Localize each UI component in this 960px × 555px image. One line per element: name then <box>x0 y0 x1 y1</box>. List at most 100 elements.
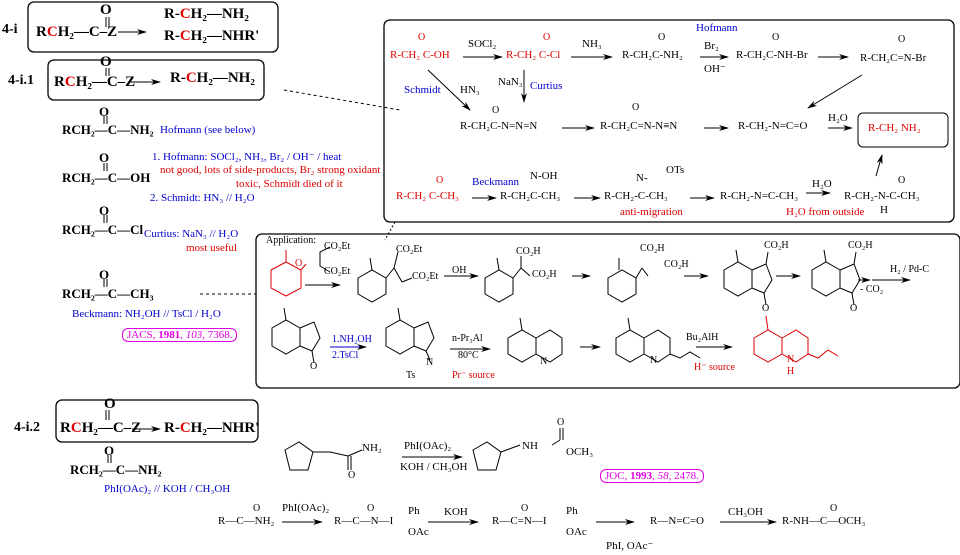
reactant-rest: H₂—C–Z <box>57 24 118 40</box>
amide-oxygen: O <box>99 104 110 119</box>
mech2-anion-intermediate: R—C=N—I <box>492 515 547 527</box>
reactant-rest: H₂—C–Z <box>75 74 136 90</box>
reagent-npr3al: n-Pr₃Al <box>452 333 483 344</box>
citation-page: , 7368. <box>202 329 233 341</box>
substrate-acid-chloride: RCH₂—C—Cl <box>62 222 144 237</box>
mech-oxime-tosylate: R-CH₂-C-CH₃ <box>604 190 668 202</box>
methyl-carbamate <box>472 428 564 471</box>
methylcyclohexanone <box>270 250 307 297</box>
arrow <box>427 69 471 111</box>
citation-year: 1981 <box>158 329 181 341</box>
general-product-primary: R-CH₂—NH₂ <box>164 6 249 23</box>
cyclohexenyl-co2h-top: CO₂H <box>640 243 665 254</box>
mech-reagent-socl2: SOCl₂ <box>468 38 497 50</box>
citation-year: 1993 <box>630 470 653 482</box>
mech-acid-oxygen: O <box>418 32 426 43</box>
substrate-ketone: RCH₂—C—CH₃ <box>62 286 154 301</box>
product-c: C <box>185 70 197 86</box>
mech2-int2-oac: OAc <box>566 526 587 538</box>
mech2-isocyanate: R—N=C=O <box>650 515 704 527</box>
substrate-amide: RCH₂—C—NH₂ <box>62 122 154 137</box>
dashed-connector <box>384 221 396 241</box>
mech-nitrene-oxygen: O <box>632 102 640 113</box>
citation-journal: JOC, <box>605 470 631 482</box>
product-c: C <box>179 28 191 44</box>
general-reactant: RCH₂—C–Z <box>36 24 117 41</box>
ketone-oxygen-label: O <box>295 258 303 269</box>
mech-acid-chloride: R-CH₂ C-Cl <box>506 49 561 61</box>
diacid-co2h-top: CO₂H <box>516 246 541 257</box>
mech-anion-oxygen: O <box>898 34 906 45</box>
arrow <box>875 154 883 177</box>
mech-amide: R-CH₂C-NH₂ <box>622 49 683 61</box>
product-c: C <box>179 6 191 22</box>
ex-nh: NH <box>522 440 538 452</box>
reactant-r: R <box>36 24 47 40</box>
product-prefix: R- <box>164 28 180 44</box>
cyclohexenyl-diacid <box>607 258 649 303</box>
reactant-c: C <box>46 24 58 40</box>
mech-n-substituted-amide: R-CH₂-N-C-CH₃ <box>844 190 920 202</box>
acid-chloride-oxygen: O <box>99 203 110 218</box>
application-box <box>255 233 960 389</box>
reactant-c: C <box>70 420 82 436</box>
citation-page: , 2478. <box>668 470 699 482</box>
mech-n-bromoamide: R-CH₂C-NH-Br <box>736 49 808 61</box>
mech-ketone: R-CH₂ C-CH₃ <box>396 190 459 202</box>
citation-joc[interactable]: JOC, 1993, 58, 2478. <box>600 469 704 483</box>
reactant-rest: H₂—C–Z <box>81 420 142 436</box>
alkylidene-diacid <box>484 256 531 303</box>
mech-isocyanate: R-CH₂-N=C=O <box>738 120 808 132</box>
primary-reactant: RCH₂—C–Z <box>54 74 135 91</box>
indenone-ketone-o: O <box>850 303 858 314</box>
imine-n: N <box>650 355 658 366</box>
note-curtius-route: Curtius: NaN₃ // H₂O <box>144 228 239 240</box>
mech-reagent-br2: Br₂ <box>704 40 719 52</box>
mech-amide-h: H <box>880 204 888 216</box>
mech-reagent-nh3: NH₃ <box>582 38 602 50</box>
reagent-step2-tscl: 2.TsCl <box>332 350 359 361</box>
ex-carbamate-o: O <box>557 417 565 428</box>
secondary-substrate: RCH₂—C—NH₂ <box>70 462 162 477</box>
mech2-carbamate: R-NH—C—OCH₃ <box>782 515 866 527</box>
mech-anti-migration: anti-migration <box>620 206 683 218</box>
application-title: Application: <box>266 235 316 246</box>
mech-acyl-nitrenoid: R-CH₂C=N-N≡N <box>600 120 678 132</box>
mech2-reagent-phioac: PhI(OAc)₂ <box>282 502 330 514</box>
box-4i1 <box>47 59 265 101</box>
ex-reagent-bottom: KOH / CH₃OH <box>400 461 468 473</box>
general-product-secondary: R-CH₂—NHR' <box>164 28 259 45</box>
mech-acyl-chloride-oxygen: O <box>543 32 551 43</box>
product-prefix: R- <box>164 420 180 436</box>
substrate-acid: RCH₂—C—OH <box>62 170 151 185</box>
citation-journal: JACS, <box>127 329 159 341</box>
mech-primary-amine-product: R-CH₂ NH₂ <box>868 122 921 134</box>
mech2-reagent-meoh: CH₃OH <box>728 506 764 518</box>
reagent-bu2alh: Bu₂AlH <box>686 332 719 343</box>
mech-label-hofmann: Hofmann <box>696 22 738 34</box>
cyclopentenyl-acetamide <box>284 441 363 471</box>
reagent-step1-nh2oh: 1.NH₂OH <box>332 334 372 345</box>
carbonyl-oxygen: O <box>100 54 112 70</box>
oxime-n: N <box>426 357 434 368</box>
note-hofmann-route: 1. Hofmann: SOCl₂, NH₃, Br₂ / OH⁻ / heat <box>152 151 342 163</box>
secondary-carbonyl-o: O <box>104 396 116 412</box>
citation-volume: 103 <box>185 329 203 341</box>
mech-reagent-oh: OH⁻ <box>704 63 726 75</box>
oxime-ts: Ts <box>406 370 416 381</box>
note-schmidt-route: 2. Schmidt: HN₃ // H₂O <box>150 192 255 204</box>
secondary-reagents: PhI(OAc)₂ // KOH / CH₃OH <box>104 483 231 495</box>
cyclohexenyl-co2h-right: CO₂H <box>664 259 689 270</box>
ex-och3: OCH₃ <box>566 446 594 458</box>
product-n: N <box>787 354 795 365</box>
diester-co2et-right: CO₂Et <box>412 271 439 282</box>
dashed-connector <box>283 89 401 111</box>
citation-jacs[interactable]: JACS, 1981, 103, 7368. <box>122 328 238 342</box>
mech-nitrilium: R-CH₂-N=C-CH₃ <box>720 190 799 202</box>
carbonyl-bonds <box>103 17 112 463</box>
product-suffix: H₂—NHR' <box>190 28 260 44</box>
product-h: H <box>787 366 795 377</box>
note-hofmann-see-below: Hofmann (see below) <box>160 124 256 136</box>
oxime-tosylate <box>385 307 435 361</box>
